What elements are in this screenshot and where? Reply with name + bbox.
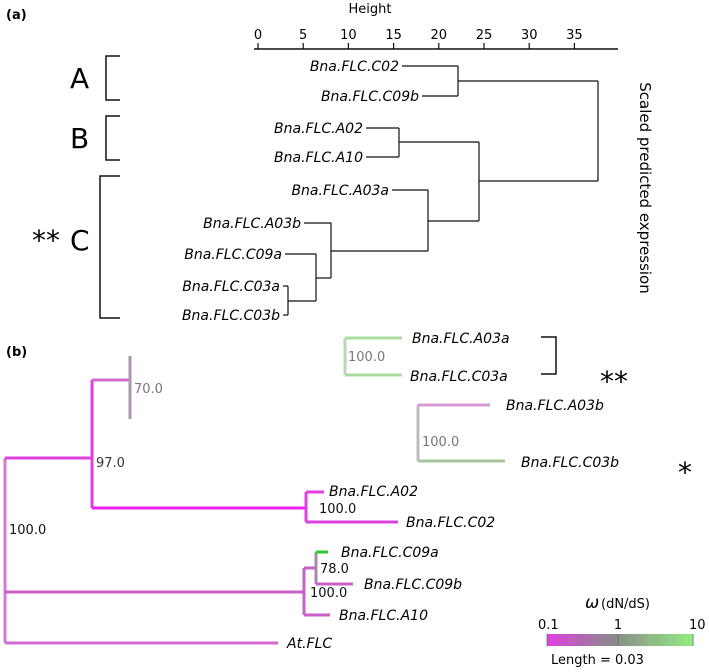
cluster-c-significance: ** — [32, 224, 60, 257]
axis-tick-label: 35 — [566, 28, 583, 43]
leaf-label: Bna.FLC.C09a — [341, 545, 439, 561]
leaf-label: Bna.FLC.A10 — [274, 150, 363, 166]
leaf-label: Bna.FLC.A10 — [339, 608, 428, 624]
leaf-label: Bna.FLC.A03b — [203, 216, 301, 232]
scaled-expression-label: Scaled predicted expression — [636, 82, 654, 293]
leaf-label: Bna.FLC.A03a — [412, 331, 510, 347]
axis-tick-label: 0 — [254, 28, 262, 43]
legend-tick-label: 10 — [689, 618, 706, 633]
omega-legend: ω (dN/dS) 0.1 1 10 Length = 0.03 — [538, 593, 706, 668]
bootstrap-values: 100.0 70.0 100.0 97.0 100.0 100.0 78.0 1… — [9, 350, 459, 601]
leaf-label: Bna.FLC.C03a — [182, 279, 280, 295]
leaf-label: Bna.FLC.A02 — [329, 484, 418, 500]
bootstrap-label: 100.0 — [319, 502, 356, 517]
bracket-a — [105, 55, 120, 101]
axis-tick-label: 25 — [476, 28, 493, 43]
dendrogram — [283, 65, 599, 316]
length-scale-label: Length = 0.03 — [551, 653, 644, 668]
leaf-label: Bna.FLC.C02 — [406, 515, 495, 531]
panel-b-label: (b) — [6, 345, 27, 360]
leaf-label: Bna.FLC.C09a — [184, 247, 282, 263]
axis-ticks: 0 5 10 15 20 25 30 35 — [254, 28, 583, 49]
leaf-label: At.FLC — [286, 636, 332, 652]
omega-title: (dN/dS) — [601, 597, 650, 612]
leaf-label: Bna.FLC.A03b — [506, 398, 604, 414]
leaf-label: Bna.FLC.C02 — [310, 59, 399, 75]
leaf-label: Bna.FLC.C09b — [321, 89, 419, 105]
cluster-c-letter: C — [70, 224, 90, 257]
bootstrap-label: 100.0 — [422, 435, 459, 450]
bootstrap-label: 97.0 — [96, 456, 125, 471]
legend-tick-label: 1 — [614, 618, 622, 633]
leaf-label: Bna.FLC.A03a — [291, 183, 389, 199]
legend-tick-label: 0.1 — [538, 618, 559, 633]
leaf-label: Bna.FLC.C09b — [364, 577, 462, 593]
phylogeny — [3, 336, 505, 645]
cluster-brackets — [99, 55, 120, 319]
axis-tick-label: 15 — [385, 28, 402, 43]
omega-color-bar — [547, 634, 693, 646]
bracket-c — [99, 175, 120, 319]
axis-tick-label: 20 — [431, 28, 448, 43]
cluster-a-letter: A — [70, 62, 89, 95]
cluster-b-letter: B — [70, 122, 89, 155]
leaf-label: Bna.FLC.C03b — [521, 455, 619, 471]
leaf-labels-a: Bna.FLC.C02 Bna.FLC.C09b Bna.FLC.A02 Bna… — [182, 59, 419, 324]
leaf-label: Bna.FLC.C03b — [182, 308, 280, 324]
leaf-labels-b: Bna.FLC.A03a Bna.FLC.C03a Bna.FLC.A03b B… — [286, 331, 619, 652]
bracket-b — [105, 115, 120, 161]
leaf-label: Bna.FLC.A02 — [274, 121, 363, 137]
bootstrap-label: 78.0 — [320, 562, 349, 577]
axis-tick-label: 10 — [340, 28, 357, 43]
panel-a: (a) Height 0 5 10 15 20 25 30 35 A B C ** — [6, 2, 654, 324]
significance-double-star: ** — [600, 365, 628, 398]
omega-symbol: ω — [585, 593, 599, 613]
panel-b: (b) — [3, 331, 706, 668]
axis-tick-label: 5 — [299, 28, 307, 43]
height-axis-title: Height — [349, 2, 392, 17]
height-axis: 0 5 10 15 20 25 30 35 — [254, 28, 618, 50]
axis-tick-label: 30 — [521, 28, 538, 43]
bootstrap-label: 100.0 — [9, 523, 46, 538]
bootstrap-label: 70.0 — [134, 382, 163, 397]
bootstrap-label: 100.0 — [348, 350, 385, 365]
bootstrap-label: 100.0 — [310, 586, 347, 601]
significance-single-star: * — [678, 456, 692, 489]
panel-a-label: (a) — [6, 8, 27, 23]
significance-bracket — [541, 336, 557, 375]
leaf-label: Bna.FLC.C03a — [410, 369, 508, 385]
